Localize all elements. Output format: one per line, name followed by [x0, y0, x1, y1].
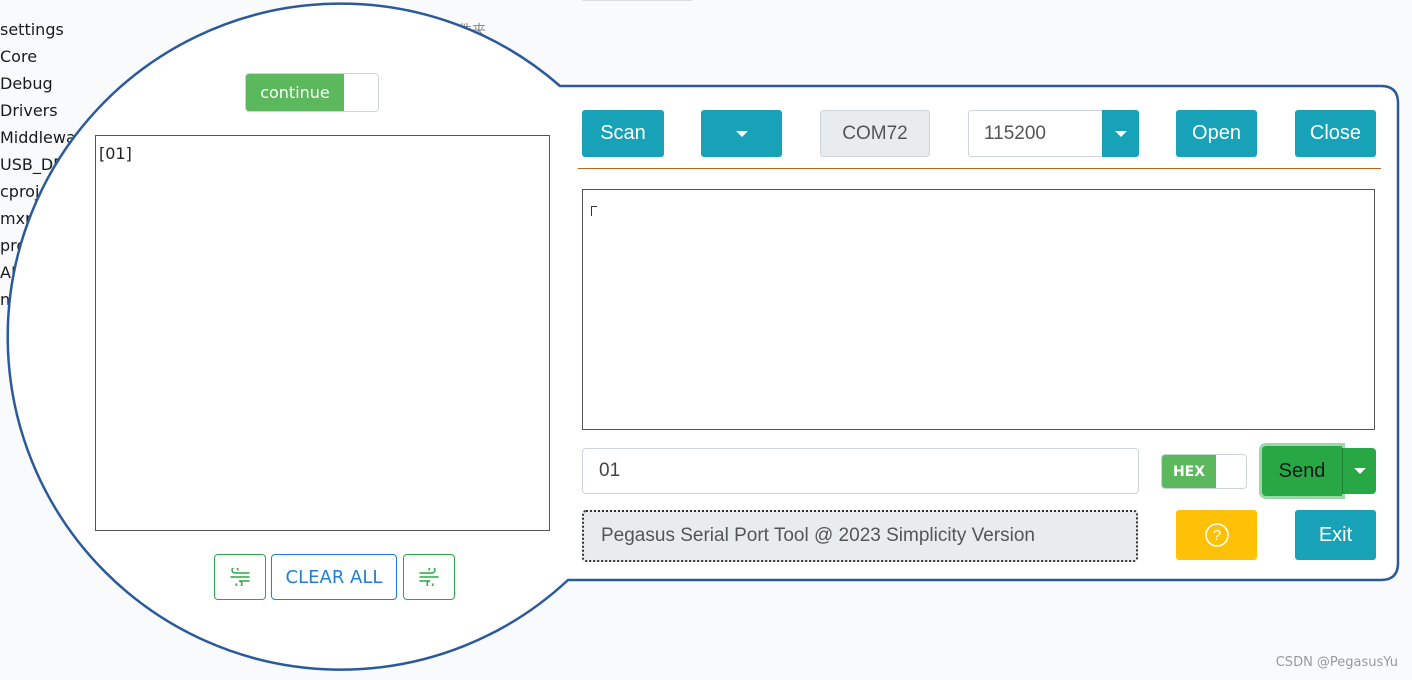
tree-item[interactable]: Debug	[0, 74, 53, 93]
chevron-down-icon	[735, 130, 748, 137]
chevron-down-icon	[1353, 468, 1366, 474]
scan-button[interactable]: Scan	[582, 110, 664, 157]
tree-item[interactable]: settings	[0, 20, 64, 39]
status-bar: Pegasus Serial Port Tool @ 2023 Simplici…	[582, 510, 1138, 562]
toolbar-divider	[578, 168, 1381, 169]
port-field[interactable]: COM72	[820, 110, 930, 157]
send-button[interactable]: Send	[1262, 446, 1342, 496]
background-file-tree: settings Core Debug Drivers Middlewar US…	[0, 16, 82, 313]
question-icon: ?	[1204, 523, 1229, 547]
continue-toggle[interactable]: continue	[245, 73, 379, 112]
baud-dropdown-button[interactable]	[1102, 110, 1139, 157]
wind-left-button[interactable]	[214, 554, 266, 600]
help-symbol: ?	[1212, 527, 1220, 544]
tree-item[interactable]: n	[0, 290, 11, 309]
exit-button[interactable]: Exit	[1295, 510, 1376, 560]
received-text: [01]	[99, 144, 132, 163]
received-data-box[interactable]: [01]	[95, 135, 550, 531]
clear-all-button[interactable]: CLEAR ALL	[271, 554, 397, 600]
send-input[interactable]: 01	[582, 448, 1139, 494]
hex-toggle[interactable]: HEX	[1161, 454, 1247, 489]
port-dropdown-button[interactable]	[701, 110, 782, 157]
watermark: CSDN @PegasusYu	[1275, 655, 1398, 670]
wind-right-icon	[419, 568, 439, 586]
open-button[interactable]: Open	[1176, 110, 1257, 157]
close-button[interactable]: Close	[1295, 110, 1376, 157]
continue-toggle-label: continue	[246, 74, 344, 111]
hex-toggle-label: HEX	[1162, 455, 1216, 488]
tree-item[interactable]: Core	[0, 47, 38, 66]
send-dropdown-button[interactable]	[1342, 448, 1376, 494]
tree-item[interactable]: cproj	[0, 182, 40, 201]
text-cursor	[591, 206, 597, 216]
tree-item[interactable]: Drivers	[0, 101, 58, 120]
wind-left-icon	[230, 568, 250, 586]
wind-right-button[interactable]	[403, 554, 455, 600]
chevron-down-icon	[1114, 130, 1127, 137]
tree-item[interactable]: Middlewar	[0, 128, 83, 147]
receive-textarea[interactable]	[582, 189, 1375, 430]
background-line	[582, 0, 692, 1]
baud-rate-field[interactable]: 115200	[968, 110, 1102, 157]
help-button[interactable]: ?	[1176, 510, 1257, 560]
